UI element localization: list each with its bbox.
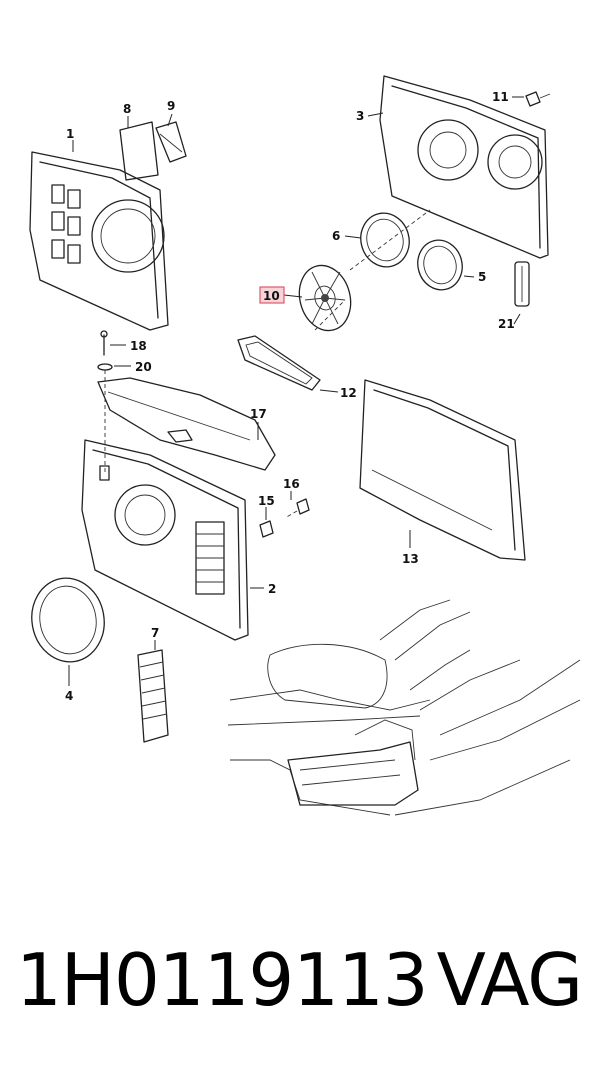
part-2-frame	[81, 439, 249, 641]
brand-name: VAG	[436, 938, 583, 1022]
label-4: 4	[65, 689, 73, 703]
part-6-ring	[360, 212, 410, 268]
part-1-shroud	[29, 151, 169, 331]
label-20: 20	[135, 360, 152, 374]
part-5-ring	[417, 239, 463, 291]
part-7-grille	[137, 649, 169, 743]
part-4-ring	[31, 577, 105, 663]
leader-lines	[68, 96, 524, 686]
part-11-nut	[525, 91, 551, 107]
label-15: 15	[258, 494, 275, 508]
label-9: 9	[167, 99, 175, 113]
part-18-bolt	[100, 330, 108, 356]
label-6: 6	[332, 229, 340, 243]
label-12: 12	[340, 386, 357, 400]
label-21: 21	[498, 317, 515, 331]
label-16: 16	[283, 477, 300, 491]
label-18: 18	[130, 339, 147, 353]
part-12-duct	[237, 335, 321, 391]
part-15-clip	[259, 520, 274, 538]
label-8: 8	[123, 102, 131, 116]
label-3: 3	[356, 109, 364, 123]
label-10: 10	[263, 289, 280, 303]
car-front-outline	[227, 599, 581, 816]
label-11: 11	[492, 90, 509, 104]
part-number: 1H0119113	[16, 938, 429, 1022]
part-10-fan	[298, 264, 352, 332]
part-3-frame	[379, 75, 549, 259]
part-16-nut	[284, 498, 310, 519]
label-17: 17	[250, 407, 267, 421]
label-13: 13	[402, 552, 419, 566]
part-17-cover	[97, 377, 276, 471]
part-8-plate	[119, 121, 159, 181]
part-21-strip	[514, 261, 530, 307]
label-2: 2	[268, 582, 276, 596]
parts-diagram: 1 8 9 3 11 6 5 10 21 12 18 20 17 16 15 2…	[29, 75, 581, 816]
part-13-frame	[359, 379, 526, 561]
label-5: 5	[478, 270, 486, 284]
label-7: 7	[151, 626, 159, 640]
label-1: 1	[66, 127, 74, 141]
caption: 1H0119113 VAG	[0, 930, 600, 1040]
part-9-bracket	[155, 121, 187, 163]
part-20-washer	[97, 363, 113, 371]
label-10-highlight	[259, 286, 285, 304]
